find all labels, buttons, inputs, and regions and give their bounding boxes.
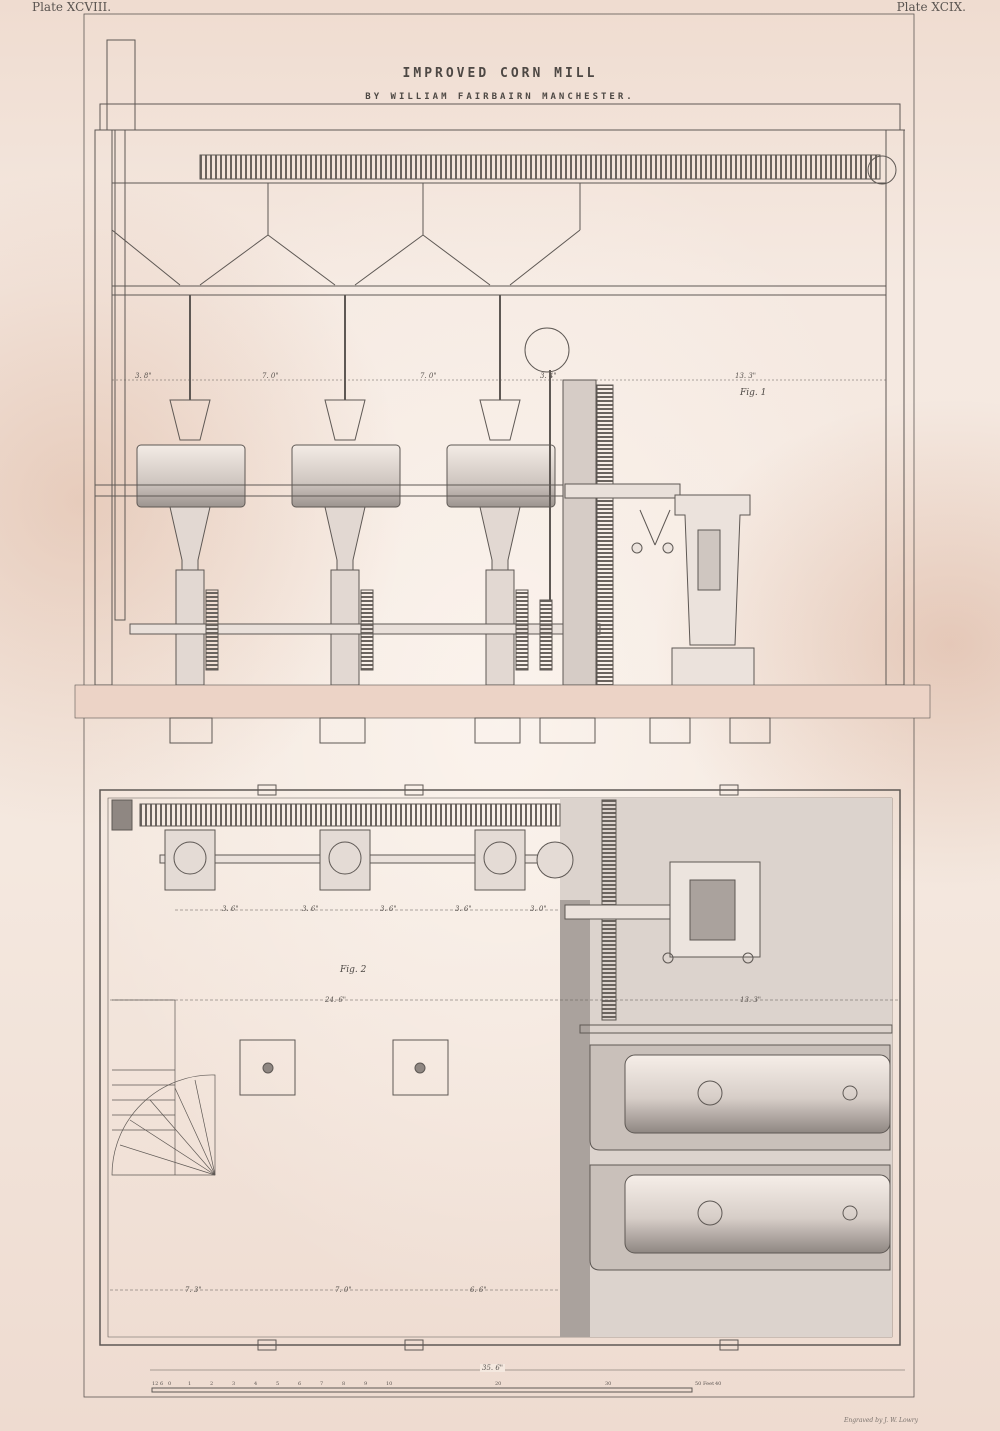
elevator-head	[106, 39, 136, 131]
scale-tick-label: 4	[254, 1381, 258, 1387]
elevation-view	[74, 39, 931, 744]
scale-tick-label: 7	[320, 1381, 324, 1387]
dimension-label: 13. 3"	[740, 996, 762, 1004]
scale-tick-label: 3	[232, 1381, 236, 1387]
conveyor-plan	[139, 803, 561, 827]
feed-rods	[189, 295, 501, 400]
scale-tick-label: 12	[152, 1381, 159, 1387]
plan-view	[99, 784, 901, 1351]
engine-shaft	[564, 483, 681, 499]
scale-tick-label: 6	[160, 1381, 164, 1387]
steam-engine	[631, 494, 755, 687]
floor-beam	[111, 285, 887, 296]
staircase	[111, 999, 216, 1176]
mill-columns	[169, 506, 521, 686]
drawing-subtitle: BY WILLIAM FAIRBAIRN MANCHESTER.	[365, 92, 635, 102]
drawing-title: IMPROVED CORN MILL	[402, 66, 598, 81]
boiler-flue-top	[579, 1024, 893, 1034]
dimension-label: 7. 0"	[335, 1286, 352, 1294]
bevel-gears	[205, 589, 553, 671]
dimension-label: 6. 6"	[470, 1286, 487, 1294]
dimension-label: 3. 6"	[455, 905, 472, 913]
plate-number-right: Plate XCIX.	[896, 0, 966, 14]
scale-tick-label: 9	[364, 1381, 368, 1387]
left-wall	[94, 129, 113, 686]
scale-tick-label: 5	[276, 1381, 280, 1387]
elevator-plan	[111, 799, 133, 831]
spur-wheel	[596, 384, 614, 691]
dimension-label: 13. 3"	[735, 372, 757, 380]
millstones-plan	[164, 829, 574, 891]
bevel-gearbox	[524, 327, 570, 373]
engraver-credit: Engraved by J. W. Lowry	[843, 1417, 918, 1424]
scale-tick-label: 6	[298, 1381, 302, 1387]
pilasters	[257, 784, 739, 1351]
roof-cornice	[95, 103, 905, 131]
dimension-label: 3. 6"	[222, 905, 239, 913]
elevator-shaft	[114, 129, 126, 621]
dimension-label: 3. 8"	[135, 372, 152, 380]
millstones	[136, 399, 556, 508]
plan-dimension-lines	[110, 909, 900, 1291]
overall-dimension: 35. 6"	[480, 1364, 506, 1372]
right-wall	[885, 129, 905, 686]
engine-room-wall	[560, 900, 590, 1337]
figure-label-1: Fig. 1	[740, 388, 767, 398]
figure-label-2: Fig. 2	[340, 965, 367, 975]
dimension-label: 7. 0"	[262, 372, 279, 380]
scale-tick-label: 40	[715, 1381, 722, 1387]
scale-tick-label: 30	[605, 1381, 612, 1387]
scale-bar	[150, 1369, 905, 1393]
dimension-label: 7. 3"	[185, 1286, 202, 1294]
scale-tick-label: 8	[342, 1381, 346, 1387]
screw-conveyor	[199, 154, 881, 180]
scale-end-label: 50 Feet	[695, 1381, 715, 1387]
dimension-label: 7. 0"	[420, 372, 437, 380]
conveyor-pulley	[867, 155, 897, 185]
dimension-label: 3. 6"	[302, 905, 319, 913]
scale-tick-label: 10	[386, 1381, 393, 1387]
footings	[169, 717, 771, 744]
hopper-sides	[111, 229, 581, 286]
scale-tick-label: 2	[210, 1381, 214, 1387]
plate-number-left: Plate XCVIII.	[32, 0, 112, 14]
hopper-frames	[111, 182, 886, 235]
foundation	[74, 684, 931, 719]
dimension-label: 24. 6"	[325, 996, 347, 1004]
scale-tick-label: 0	[168, 1381, 172, 1387]
dimension-label: 3. 0"	[530, 905, 547, 913]
dimension-label: 3. 4"	[540, 372, 557, 380]
gear-pit	[562, 379, 597, 686]
columns-plan	[239, 1039, 449, 1096]
plan-outer-wall	[99, 789, 901, 1346]
dimension-label: 3. 6"	[380, 905, 397, 913]
scale-tick-label: 1	[188, 1381, 192, 1387]
engine-bed-plan	[662, 861, 761, 964]
boilers	[589, 1044, 891, 1271]
scale-tick-label: 20	[495, 1381, 502, 1387]
